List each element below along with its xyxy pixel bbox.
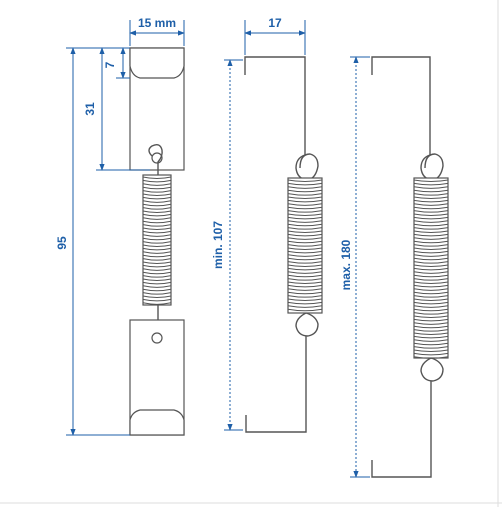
- label-length-min: min. 107: [211, 221, 225, 269]
- dimension-height-small: 7: [103, 47, 130, 79]
- hook-spring-min: [244, 56, 323, 433]
- extension-spring-short: [142, 143, 172, 339]
- spring-assembly-min-length: 17 min. 107: [211, 16, 323, 433]
- dimension-length-max: max. 180: [339, 56, 370, 478]
- dimension-height-block: 31: [83, 47, 150, 171]
- dimension-width-top: 15 mm: [129, 16, 185, 46]
- dimension-width-hook: 17: [244, 16, 306, 55]
- dimension-height-total: 95: [55, 47, 130, 436]
- label-height-small: 7: [103, 61, 117, 68]
- spring-assembly-max-length: max. 180: [339, 56, 449, 478]
- spring-assembly-with-blocks: 15 mm 7 31 95: [55, 16, 185, 436]
- label-height-total: 95: [55, 236, 69, 250]
- label-height-block: 31: [83, 102, 97, 116]
- label-width-top: 15 mm: [138, 16, 176, 30]
- label-length-max: max. 180: [339, 239, 353, 290]
- label-width-hook: 17: [268, 16, 282, 30]
- bottom-mounting-block: [129, 319, 185, 436]
- hook-spring-max: [371, 56, 449, 478]
- dimension-length-min: min. 107: [211, 59, 243, 431]
- top-mounting-block: [129, 47, 185, 171]
